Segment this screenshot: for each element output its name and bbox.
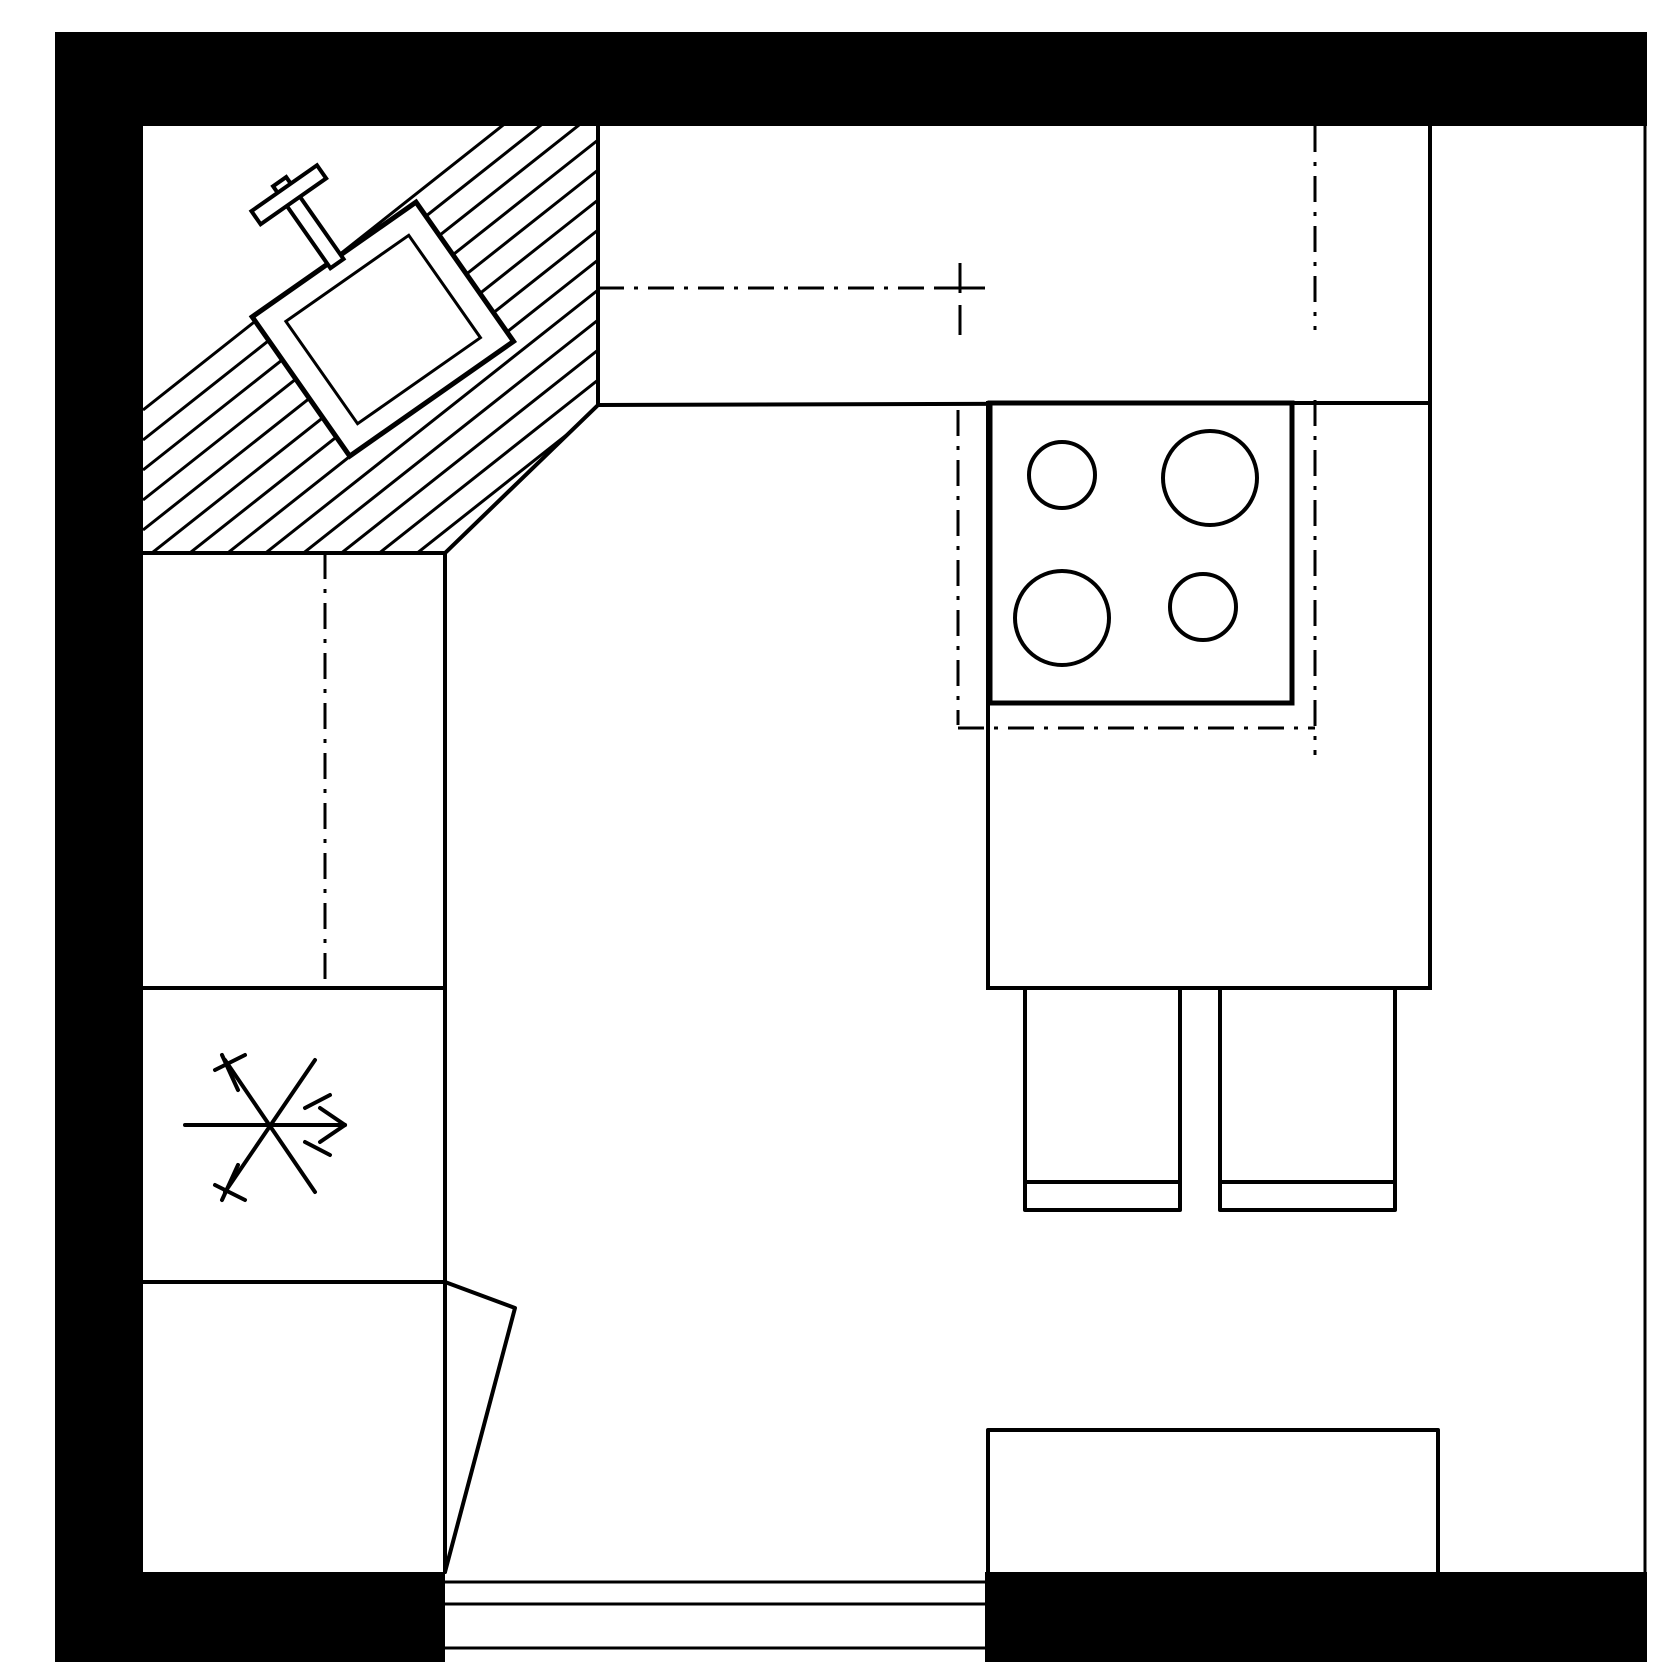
door-swing-icon (443, 1280, 517, 1574)
stool-icon (1218, 986, 1397, 1212)
table (986, 1428, 1440, 1574)
burner-icon (1027, 440, 1097, 510)
burner-icon (1013, 569, 1111, 667)
wall-bottom-left (55, 1572, 445, 1662)
cooktop-icon (987, 400, 1295, 706)
sink (248, 162, 518, 460)
wall-bottom-right (985, 1572, 1647, 1662)
doorway (443, 1580, 987, 1650)
cooktop (987, 400, 1295, 706)
burner-icon (1161, 429, 1259, 527)
door-swing (443, 1280, 517, 1574)
stool-icon (1023, 986, 1182, 1212)
table-icon (986, 1428, 1440, 1574)
snowflake-icon (183, 1053, 347, 1202)
walls (55, 32, 1647, 1662)
wall-left (55, 32, 143, 1662)
bar-stools (1023, 986, 1397, 1212)
burner-icon (1168, 572, 1238, 642)
freezer (183, 1053, 347, 1202)
wall-top (55, 32, 1647, 126)
upper-cabinet-lines (323, 126, 1317, 988)
